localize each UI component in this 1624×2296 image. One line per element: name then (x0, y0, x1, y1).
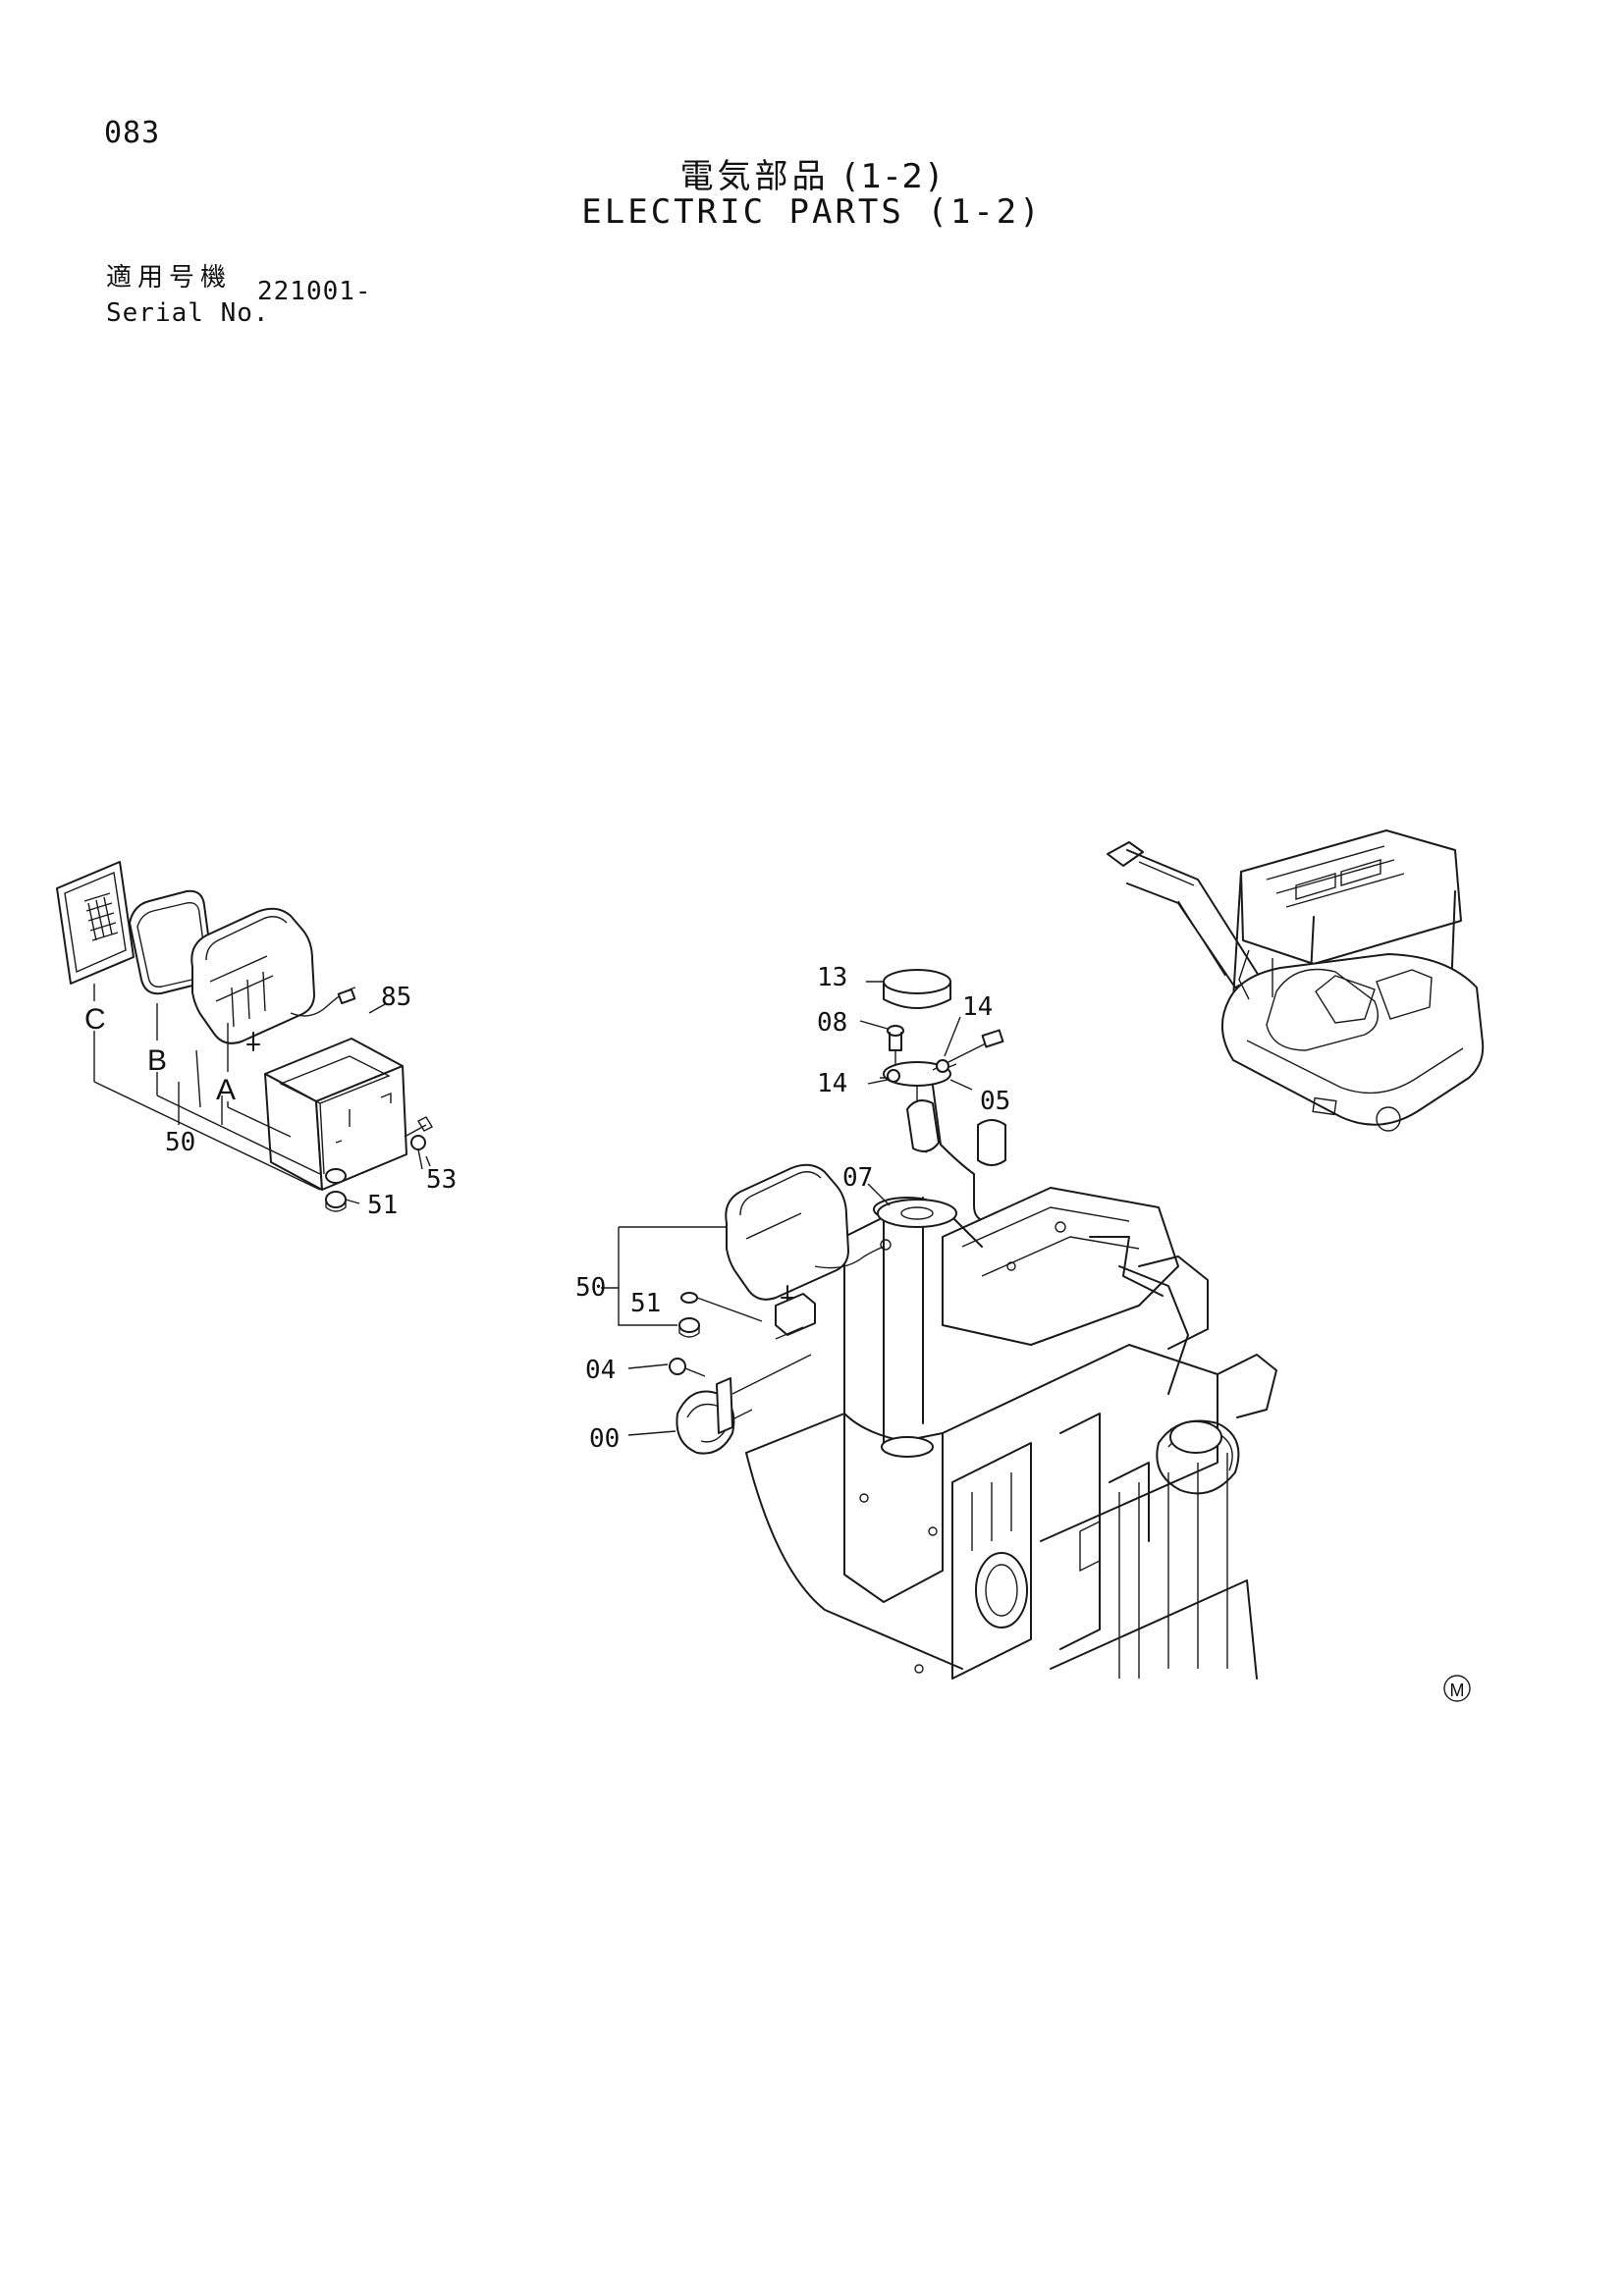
machine-mark: M (1443, 1675, 1471, 1702)
bolt-53 (404, 1116, 433, 1170)
callout-00: 00 (589, 1424, 620, 1454)
callout-05: 05 (980, 1087, 1010, 1116)
letter-c: C (84, 1003, 106, 1036)
callout-08: 08 (817, 1008, 847, 1038)
callout-14-right: 14 (962, 992, 993, 1022)
leader-14-left (867, 1079, 889, 1085)
leader-14-right (944, 1016, 961, 1057)
bracket-50-right (601, 1226, 727, 1326)
callout-14-left: 14 (817, 1069, 847, 1098)
light-housing-part-a (190, 907, 356, 1051)
fuel-sender-05 (880, 1029, 1006, 1220)
nut-51 (325, 1168, 347, 1212)
serial-number-value: 221001- (257, 277, 372, 306)
serial-label-japanese: 適用号機 (106, 263, 233, 293)
excavator-overview-illustration (1107, 829, 1485, 1132)
horn-00 (627, 1354, 812, 1455)
callout-50-right: 50 (575, 1273, 606, 1303)
serial-label-english: Serial No. (106, 298, 270, 328)
callout-51-left: 51 (367, 1191, 398, 1220)
callout-53: 53 (426, 1165, 457, 1195)
machine-mark-letter: M (1450, 1681, 1465, 1700)
callout-85: 85 (381, 983, 411, 1012)
packing-07 (867, 1183, 957, 1228)
leader-51-left (345, 1199, 360, 1204)
page-number: 083 (104, 116, 161, 150)
work-light-exploded-group (56, 861, 433, 1212)
callout-50-left: 50 (165, 1128, 195, 1157)
work-light-50 (725, 1163, 892, 1340)
leader-53 (425, 1155, 431, 1167)
callout-07: 07 (842, 1163, 873, 1193)
screw-08 (859, 1020, 904, 1072)
callout-04: 04 (585, 1356, 616, 1385)
letter-a: A (216, 1074, 236, 1106)
nut-51-right (678, 1292, 763, 1338)
bolt-04 (627, 1358, 706, 1377)
lens-plate-part-c (56, 861, 135, 985)
light-guard-85 (264, 1038, 407, 1191)
letter-b: B (147, 1044, 167, 1077)
callout-13: 13 (817, 963, 847, 992)
title-english: ELECTRIC PARTS (1-2) (581, 192, 1043, 232)
title-japanese: 電気部品 (1-2) (679, 157, 945, 196)
callout-51-right: 51 (630, 1289, 661, 1318)
fuel-cap-13 (866, 969, 951, 1009)
leader-85 (368, 1002, 388, 1014)
left-leader-lines (93, 984, 321, 1191)
